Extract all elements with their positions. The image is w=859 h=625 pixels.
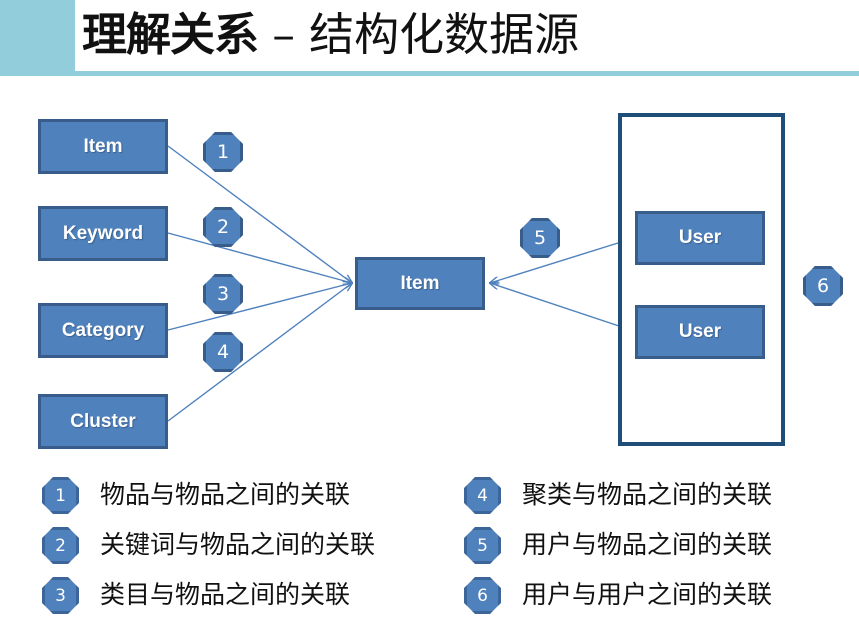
node-label: Keyword	[62, 222, 144, 244]
node-item-center[interactable]: Item	[355, 257, 485, 310]
legend-label-1: 物品与物品之间的关联	[100, 480, 351, 509]
legend: 1 物品与物品之间的关联 2 关键词与物品之间的关联 3 类目与物品之间的关联 …	[0, 470, 859, 625]
connector-user1-to-center	[490, 237, 635, 283]
connector-item-to-center	[167, 145, 352, 283]
connector-keyword-to-center	[167, 232, 352, 283]
node-keyword[interactable]: Keyword	[38, 206, 168, 261]
legend-item: 6 用户与用户之间的关联	[450, 570, 859, 620]
node-category[interactable]: Category	[38, 303, 168, 358]
legend-badge-4[interactable]: 4	[464, 477, 501, 514]
node-label: User	[678, 321, 722, 342]
legend-item: 4 聚类与物品之间的关联	[450, 470, 859, 520]
legend-badge-1[interactable]: 1	[42, 477, 79, 514]
legend-badge-6[interactable]: 6	[464, 577, 501, 614]
connector-category-to-center	[167, 283, 352, 331]
page-title-main: 理解关系	[82, 8, 259, 61]
diagram-badge-2[interactable]: 2	[203, 207, 243, 247]
node-cluster[interactable]: Cluster	[38, 394, 168, 449]
node-label: User	[678, 227, 722, 248]
legend-label-5: 用户与物品之间的关联	[522, 530, 773, 559]
legend-column-left: 1 物品与物品之间的关联 2 关键词与物品之间的关联 3 类目与物品之间的关联	[28, 470, 458, 620]
connector-user2-to-center	[490, 283, 635, 332]
page-title-separator: –	[258, 8, 310, 61]
legend-label-4: 聚类与物品之间的关联	[522, 480, 773, 509]
user-group-container	[618, 113, 785, 446]
node-label: Item	[400, 272, 440, 294]
legend-column-right: 4 聚类与物品之间的关联 5 用户与物品之间的关联 6 用户与用户之间的关联	[450, 470, 859, 620]
diagram-badge-3[interactable]: 3	[203, 274, 243, 314]
connector-lines	[167, 145, 635, 422]
diagram-badge-4[interactable]: 4	[203, 332, 243, 372]
legend-label-6: 用户与用户之间的关联	[522, 580, 773, 609]
legend-label-3: 类目与物品之间的关联	[100, 580, 351, 609]
title-divider-rule	[0, 71, 859, 76]
node-user-2[interactable]: User	[635, 305, 765, 359]
legend-item: 1 物品与物品之间的关联	[28, 470, 458, 520]
legend-badge-3[interactable]: 3	[42, 577, 79, 614]
diagram-badge-1[interactable]: 1	[203, 132, 243, 172]
legend-label-2: 关键词与物品之间的关联	[100, 530, 376, 559]
page-title-sub: 结构化数据源	[309, 8, 580, 61]
node-label: Cluster	[70, 410, 136, 432]
node-item-source[interactable]: Item	[38, 119, 168, 174]
legend-item: 5 用户与物品之间的关联	[450, 520, 859, 570]
legend-item: 2 关键词与物品之间的关联	[28, 520, 458, 570]
diagram-badge-5[interactable]: 5	[520, 218, 560, 258]
relationship-diagram: Item Keyword Category Cluster Item User …	[0, 76, 859, 466]
legend-item: 3 类目与物品之间的关联	[28, 570, 458, 620]
node-label: Item	[83, 135, 123, 157]
legend-badge-2[interactable]: 2	[42, 527, 79, 564]
title-accent-block	[0, 0, 75, 72]
legend-badge-5[interactable]: 5	[464, 527, 501, 564]
diagram-badge-6[interactable]: 6	[803, 266, 843, 306]
node-user-1[interactable]: User	[635, 211, 765, 265]
connector-cluster-to-center	[167, 283, 352, 422]
node-label: Category	[61, 319, 145, 341]
page-title: 理解关系 – 结构化数据源	[82, 2, 579, 68]
slide-title-band: 理解关系 – 结构化数据源	[0, 0, 859, 76]
